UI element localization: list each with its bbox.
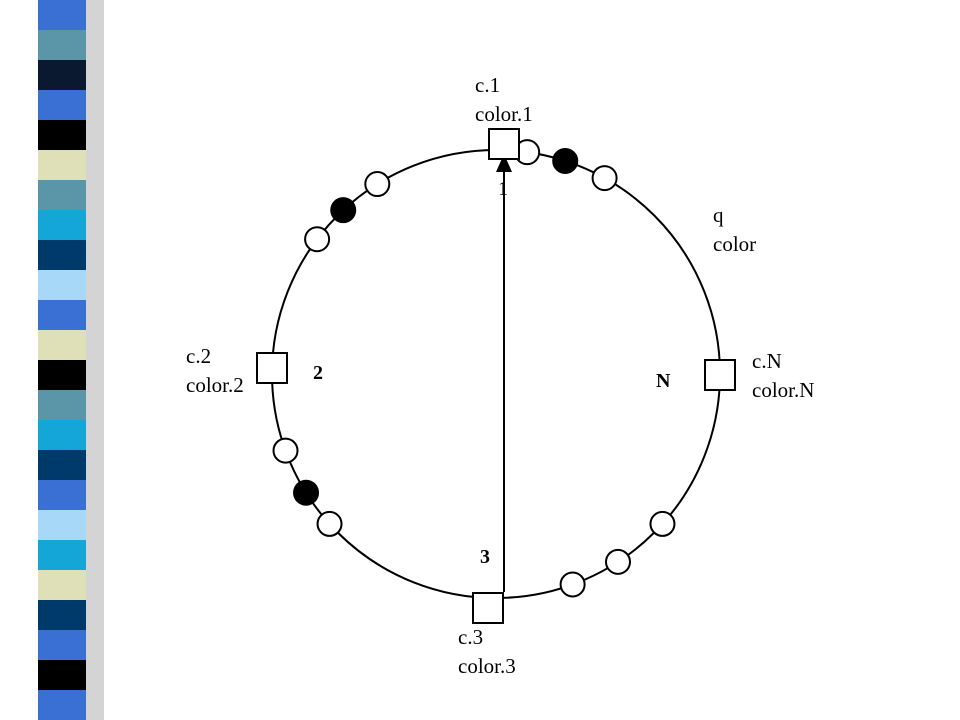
- ring-number-3: 3: [480, 546, 490, 568]
- label-left: c.2 color.2: [186, 342, 244, 400]
- band-segment: [38, 390, 86, 421]
- band-segment: [38, 180, 86, 211]
- band-segment: [38, 510, 86, 541]
- label-query-line1: q: [713, 203, 724, 227]
- filled-node: [552, 147, 579, 174]
- label-bottom-line1: c.3: [458, 625, 484, 649]
- band-segment: [38, 570, 86, 601]
- empty-node: [304, 226, 331, 253]
- band-segment: [38, 150, 86, 181]
- band-segment: [38, 630, 86, 661]
- label-query-line2: color: [713, 232, 757, 256]
- band-segment: [38, 480, 86, 511]
- band-segment: [38, 270, 86, 301]
- node-square-right: [704, 359, 736, 391]
- empty-node: [604, 548, 631, 575]
- empty-node: [591, 165, 618, 192]
- node-square-top: [488, 128, 520, 160]
- band-segment: [38, 330, 86, 361]
- label-right-line1: c.N: [752, 349, 782, 373]
- label-top: c.1 color.1: [475, 71, 533, 129]
- band-shadow: [86, 0, 104, 720]
- filled-node: [330, 197, 357, 224]
- band-segment: [38, 540, 86, 571]
- ring-number-2: 2: [313, 362, 323, 384]
- band-segment: [38, 210, 86, 241]
- empty-node: [316, 510, 343, 537]
- empty-node: [364, 171, 391, 198]
- label-bottom-line2: color.3: [458, 654, 516, 678]
- band-segment: [38, 660, 86, 691]
- empty-node: [272, 437, 299, 464]
- label-left-line2: color.2: [186, 373, 244, 397]
- label-bottom: c.3 color.3: [458, 623, 516, 681]
- node-square-left: [256, 352, 288, 384]
- ring-number-1: 1: [498, 178, 508, 200]
- label-right: c.N color.N: [752, 347, 814, 405]
- band-segment: [38, 30, 86, 61]
- ring-nodes: [272, 139, 676, 598]
- band-segment: [38, 240, 86, 271]
- label-top-line1: c.1: [475, 73, 501, 97]
- label-query: q color: [713, 201, 756, 259]
- ring-number-n: N: [656, 370, 671, 392]
- empty-node: [649, 510, 676, 537]
- band-segment: [38, 60, 86, 91]
- band-segment: [38, 450, 86, 481]
- label-top-line2: color.1: [475, 102, 533, 126]
- decorative-color-band: [0, 0, 110, 720]
- band-segment: [38, 0, 86, 31]
- band-segment: [38, 90, 86, 121]
- band-segment: [38, 420, 86, 451]
- label-right-line2: color.N: [752, 378, 815, 402]
- filled-node: [293, 479, 320, 506]
- band-segment: [38, 690, 86, 720]
- band-segment: [38, 360, 86, 391]
- empty-node: [559, 571, 586, 598]
- band-segment: [38, 120, 86, 151]
- band-segment: [38, 600, 86, 631]
- band-segment: [38, 300, 86, 331]
- label-left-line1: c.2: [186, 344, 212, 368]
- node-square-bottom: [472, 592, 504, 624]
